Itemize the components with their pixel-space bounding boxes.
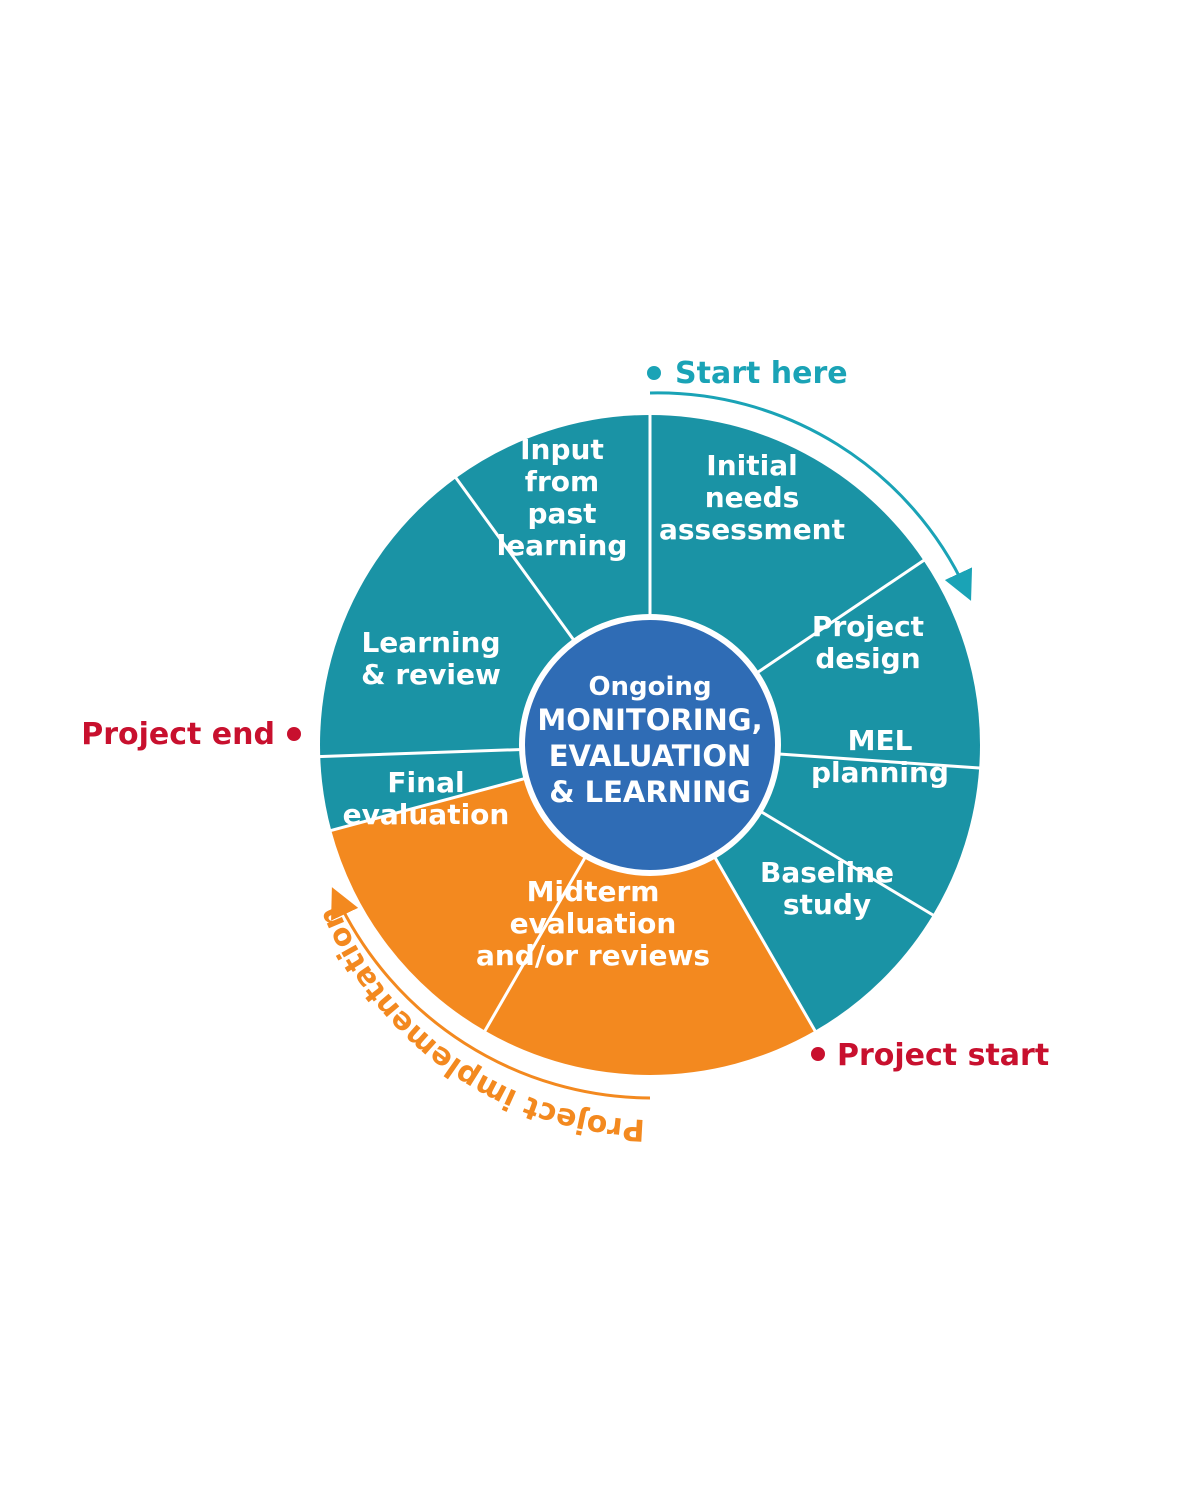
- segment-4-label-line-1: evaluation: [510, 907, 677, 940]
- segment-4-label-line-0: Midterm: [527, 875, 660, 908]
- project-end-dot: [287, 727, 301, 741]
- start-dot: [647, 366, 661, 380]
- project-end-marker: Project end: [81, 717, 301, 752]
- segment-0-label-line-0: Initial: [706, 449, 797, 482]
- segment-3-label-line-1: study: [783, 888, 871, 921]
- segment-2-label-line-1: planning: [811, 756, 949, 789]
- center-label-line-3: EVALUATION: [549, 739, 752, 773]
- divider-7: [453, 475, 579, 646]
- project-start-dot: [811, 1047, 825, 1061]
- center-hub: Ongoing MONITORING, EVALUATION & LEARNIN…: [519, 614, 781, 876]
- segment-7-label-line-3: learning: [497, 529, 628, 562]
- segment-5-label-line-1: evaluation: [343, 798, 510, 831]
- project-end-label: Project end: [81, 717, 275, 752]
- divider-6: [328, 775, 531, 833]
- segment-0-label-line-1: needs: [705, 481, 800, 514]
- divider-3: [755, 807, 936, 918]
- segment-7-label-line-0: Input: [520, 433, 604, 466]
- center-circle: [519, 614, 781, 876]
- center-label-line-4: & LEARNING: [549, 775, 751, 809]
- start-here-label: Start here: [675, 356, 848, 391]
- segment-2-label-line-0: MEL: [848, 724, 913, 757]
- center-label-line-1: Ongoing: [588, 672, 711, 702]
- divider-4: [710, 851, 818, 1034]
- segment-0-label-line-2: assessment: [659, 513, 845, 546]
- divider-end: [318, 747, 527, 759]
- segment-7-label-line-2: past: [528, 497, 597, 530]
- segment-7-label-line-1: from: [525, 465, 599, 498]
- project-start-label: Project start: [837, 1038, 1049, 1073]
- segment-5-label-line-0: Final: [387, 766, 464, 799]
- wheel-segment-labels: InitialneedsassessmentProjectdesignMELpl…: [343, 433, 949, 972]
- segment-6-label-line-0: Learning: [361, 626, 500, 659]
- start-here-marker: Start here: [647, 356, 973, 601]
- divider-1: [751, 558, 927, 677]
- segment-6-label-line-1: & review: [361, 658, 501, 691]
- center-label-line-2: MONITORING,: [537, 703, 762, 737]
- wheel-dividers: [318, 413, 982, 1034]
- segment-1-label-line-0: Project: [812, 610, 924, 643]
- segment-4-label-line-2: and/or reviews: [476, 939, 710, 972]
- divider-2: [773, 752, 982, 770]
- implementation-arrow: [331, 887, 651, 1100]
- divider-5: [482, 851, 590, 1034]
- project-start-marker: Project start: [811, 1038, 1049, 1073]
- segment-4: [485, 745, 815, 1075]
- start-arrow: [649, 391, 973, 601]
- segment-1-label-line-1: design: [815, 642, 920, 675]
- segment-3-label-line-0: Baseline: [760, 856, 894, 889]
